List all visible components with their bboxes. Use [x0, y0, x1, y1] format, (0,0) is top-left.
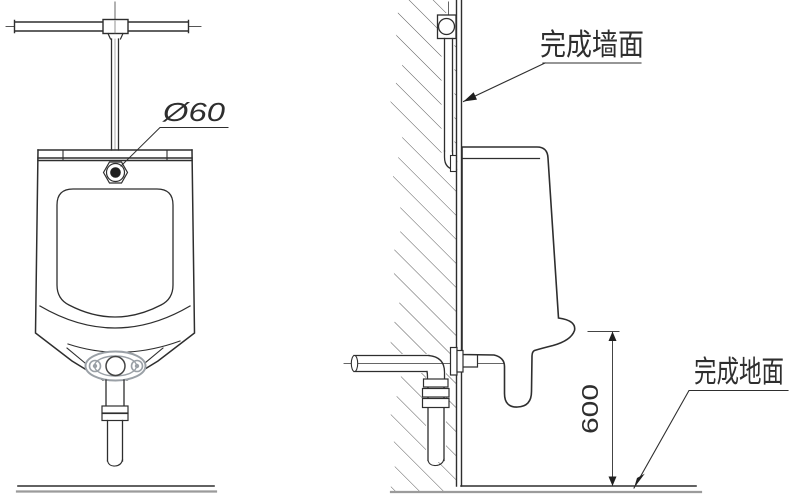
leader-arrow: [463, 92, 477, 102]
label-finished-floor: 完成地面: [694, 356, 784, 389]
dimension-600: 600: [577, 331, 620, 487]
drain-pipe-side: [343, 354, 509, 467]
wall-drain-coupling: [449, 346, 464, 376]
leader-finished-floor: 完成地面: [633, 356, 789, 489]
basin-inner-rim: [56, 188, 174, 318]
side-view: 600 完成墙面 完成地面: [343, 0, 789, 494]
dim-arrow-bottom: [608, 476, 617, 486]
spud-diameter-leader: [120, 127, 229, 167]
flush-supply-pipe-front: [5, 1, 202, 151]
label-spud-diameter: Ø60: [162, 97, 226, 127]
label-height-600: 600: [577, 384, 603, 434]
leader-finished-wall: 完成墙面: [462, 29, 644, 103]
tee-fitting: [102, 18, 129, 35]
dim-arrow-top: [608, 331, 617, 341]
label-finished-wall: 完成墙面: [540, 29, 644, 62]
drain-flange-front: [84, 350, 147, 382]
spud-inlet: [102, 161, 129, 184]
floor-line-left: [15, 485, 218, 493]
floor-line-right: [389, 485, 703, 494]
front-view: Ø60: [5, 1, 229, 493]
urinal-side: [461, 146, 576, 408]
urinal-front: [34, 149, 196, 382]
bowl-lip-curve: [39, 305, 191, 329]
embedded-supply-pipe: [436, 1, 458, 173]
wall-face-line: [455, 0, 463, 487]
drain-pipe-front: [101, 379, 129, 467]
leader-arrow: [634, 473, 645, 488]
pipe-anchor-fitting: [437, 17, 456, 36]
